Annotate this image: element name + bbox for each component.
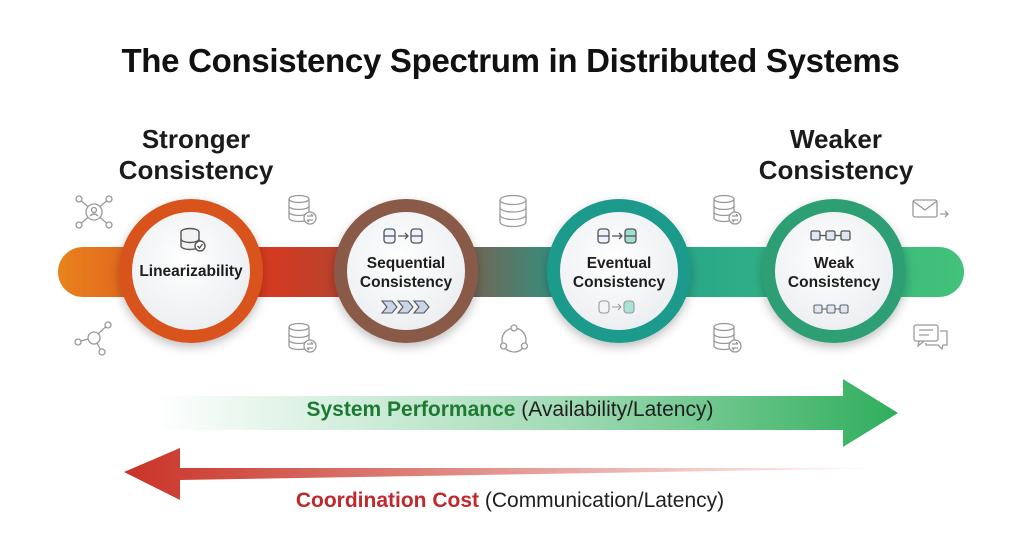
database-check-icon: [180, 227, 206, 252]
database-sync-outline-icon-3: [713, 194, 742, 225]
database-sync-outline-icon-4: [713, 322, 742, 353]
chain-blocks-small-icon: [813, 304, 849, 314]
node-label-line1: Sequential: [366, 255, 446, 272]
node-sequential: [334, 199, 478, 343]
database-sync-outline-icon-2: [288, 322, 317, 353]
weaker-label-line1: Weaker: [789, 124, 883, 154]
node-linearizability: [119, 199, 263, 343]
coordination-arrow: [124, 448, 895, 500]
node-label-line1: Linearizability: [139, 263, 243, 280]
node-label-line2: Consistency: [572, 274, 666, 291]
coordination-caption: Coordination Cost (Communication/Latency…: [200, 489, 820, 513]
process-chevrons-icon: [380, 300, 430, 314]
database-arrow-icon: [383, 228, 423, 244]
node-weak: [762, 199, 906, 343]
weaker-consistency-label: Weaker Consistency: [726, 124, 946, 186]
node-label-line2: Consistency: [787, 274, 881, 291]
node-eventual: [547, 199, 691, 343]
stronger-consistency-label: Stronger Consistency: [86, 124, 306, 186]
network-user-icon: [75, 195, 113, 229]
performance-rest: (Availability/Latency): [515, 398, 714, 421]
chat-bubbles-icon: [913, 324, 948, 351]
database-outline-icon: [499, 194, 527, 228]
database-sync-faded-icon: [598, 300, 635, 314]
weaker-label-line2: Consistency: [758, 155, 914, 185]
node-label-line1: Eventual: [586, 255, 652, 272]
performance-caption: System Performance (Availability/Latency…: [230, 398, 790, 422]
stronger-label-line1: Stronger: [141, 124, 251, 154]
network-nodes-icon: [74, 321, 112, 356]
node-label-sequential: Sequential Consistency: [346, 254, 466, 292]
node-label-eventual: Eventual Consistency: [559, 254, 679, 292]
node-label-line1: Weak: [813, 255, 855, 272]
database-sync-outline-icon: [288, 194, 317, 225]
performance-highlight: System Performance: [306, 398, 516, 421]
node-label-linearizability: Linearizability: [131, 262, 251, 281]
coordination-rest: (Communication/Latency): [479, 489, 725, 512]
stronger-label-line2: Consistency: [118, 155, 274, 185]
performance-arrow: [155, 379, 898, 447]
cycle-icon: [499, 324, 529, 353]
spectrum-bar: [58, 247, 964, 297]
page-title: The Consistency Spectrum in Distributed …: [121, 42, 900, 79]
node-label-weak: Weak Consistency: [774, 254, 894, 292]
node-label-line2: Consistency: [359, 274, 453, 291]
coordination-highlight: Coordination Cost: [295, 489, 480, 512]
database-sync-icon: [597, 228, 637, 244]
envelope-send-icon: [912, 199, 949, 218]
chain-blocks-icon: [810, 230, 851, 241]
